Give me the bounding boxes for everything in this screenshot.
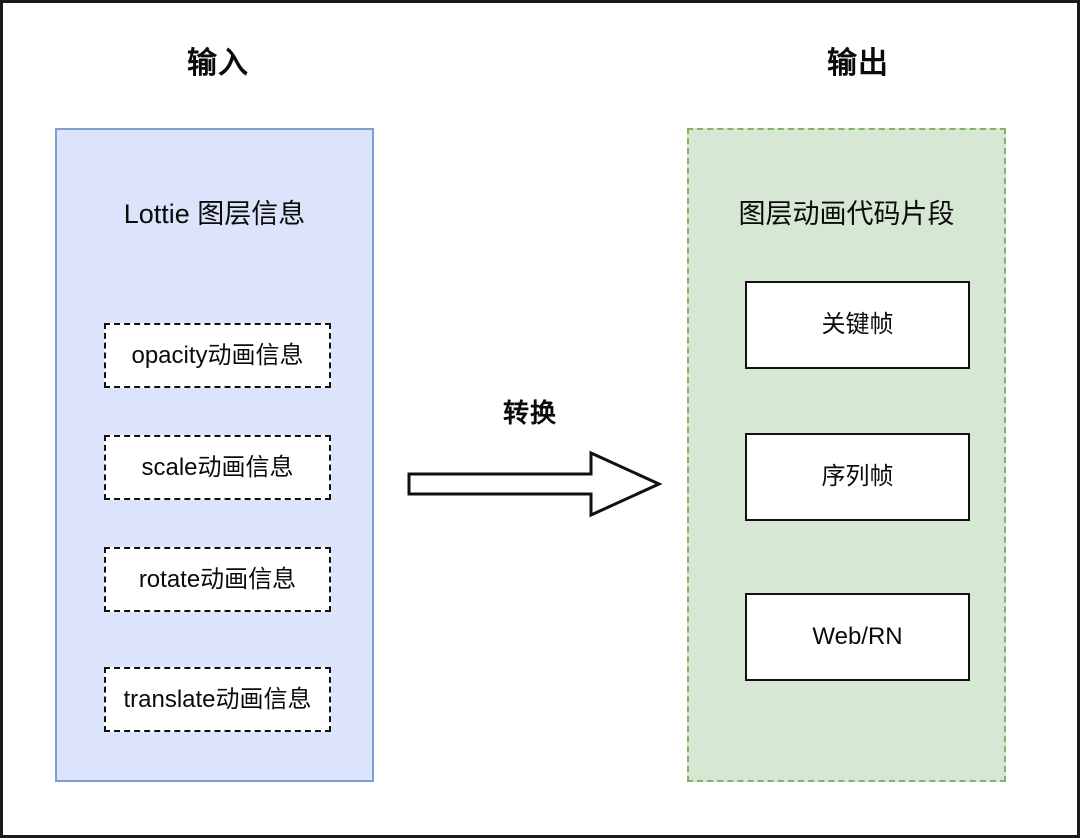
- right-block-arrow-icon: [407, 450, 663, 518]
- transform-label: 转换: [502, 398, 557, 428]
- canvas-border-bottom: [0, 835, 1080, 838]
- input-item-rotate: rotate动画信息: [104, 547, 331, 612]
- output-panel: 图层动画代码片段 关键帧 序列帧 Web/RN: [687, 128, 1006, 782]
- input-panel-title: Lottie 图层信息: [123, 199, 306, 229]
- input-item-translate-label: translate动画信息: [123, 685, 312, 713]
- input-item-opacity-label: opacity动画信息: [131, 341, 304, 369]
- canvas-border-right: [1077, 0, 1080, 838]
- output-item-sequence-frame: 序列帧: [745, 433, 970, 521]
- canvas-border-top: [0, 0, 1080, 3]
- input-item-scale-label: scale动画信息: [141, 453, 294, 481]
- output-item-sequence-frame-label: 序列帧: [821, 463, 894, 490]
- input-panel: Lottie 图层信息 opacity动画信息 scale动画信息 rotate…: [55, 128, 374, 782]
- input-item-translate: translate动画信息: [104, 667, 331, 732]
- output-column-title: 输出: [827, 47, 889, 80]
- input-item-rotate-label: rotate动画信息: [138, 565, 297, 593]
- output-item-web-rn: Web/RN: [745, 593, 970, 681]
- output-item-keyframe-label: 关键帧: [821, 311, 894, 338]
- output-item-keyframe: 关键帧: [745, 281, 970, 369]
- input-column-title: 输入: [187, 47, 249, 80]
- canvas-border-left: [0, 0, 3, 838]
- input-item-opacity: opacity动画信息: [104, 323, 331, 388]
- input-item-scale: scale动画信息: [104, 435, 331, 500]
- output-item-web-rn-label: Web/RN: [812, 623, 903, 650]
- output-panel-title: 图层动画代码片段: [738, 199, 955, 229]
